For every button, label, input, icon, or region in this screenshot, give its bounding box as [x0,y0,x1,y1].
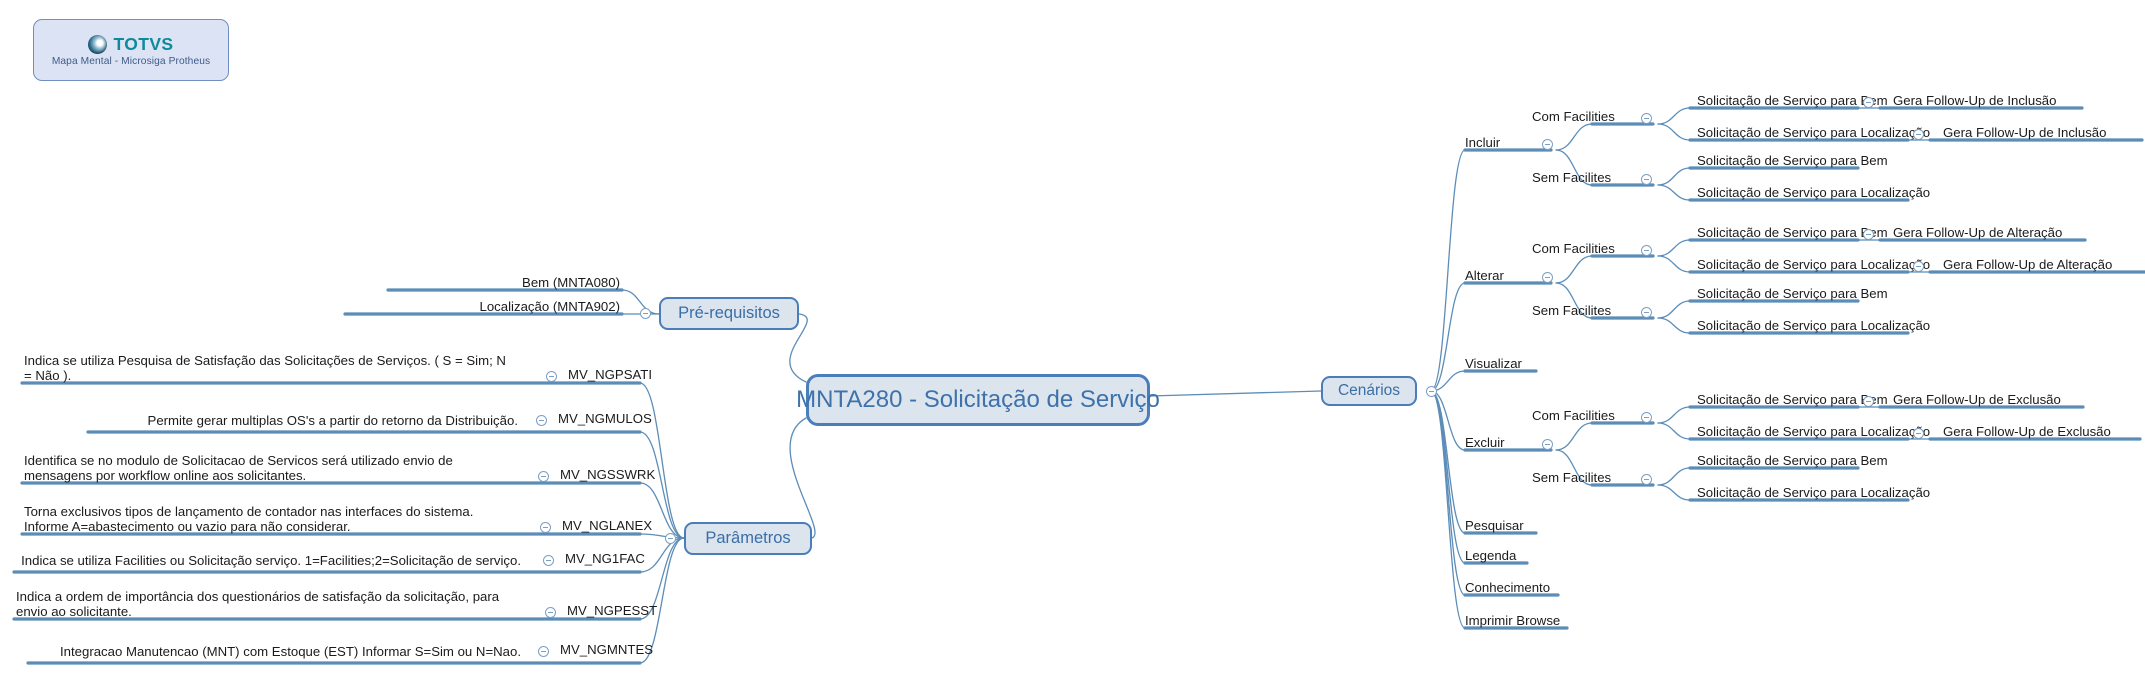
collapse-icon-excluir-com-facilities[interactable] [1641,412,1652,423]
collapse-icon-param-3[interactable] [540,522,551,533]
group-incluir-com-facilities[interactable]: Com Facilities [1532,109,1615,124]
central-node[interactable]: MNTA280 - Solicitação de Serviço [796,374,1160,426]
branch-node-prerequisitos[interactable]: Pré-requisitos [659,297,799,330]
collapse-icon-alterar-com-facilities[interactable] [1641,245,1652,256]
param-description-2[interactable]: Identifica se no modulo de Solicitacao d… [24,453,453,483]
topic-prereq-bem[interactable]: Bem (MNTA080) [522,275,620,290]
collapse-icon-excluir-cf-bem[interactable] [1863,396,1874,407]
followup-alterar-cf-bem[interactable]: Gera Follow-Up de Alteração [1893,225,2063,240]
param-description-0[interactable]: Indica se utiliza Pesquisa de Satisfação… [24,353,506,383]
scenario-visualizar[interactable]: Visualizar [1465,356,1522,371]
scenario-excluir[interactable]: Excluir [1465,435,1505,450]
collapse-icon-incluir-com-facilities[interactable] [1641,113,1652,124]
group-alterar-com-facilities[interactable]: Com Facilities [1532,241,1615,256]
collapse-icon-cenarios[interactable] [1426,386,1437,397]
item-alterar-sf-localizacao[interactable]: Solicitação de Serviço para Localização [1697,318,1931,333]
collapse-icon-incluir-cf-bem[interactable] [1863,97,1874,108]
scenario-legenda[interactable]: Legenda [1465,548,1517,563]
param-name-0[interactable]: MV_NGPSATI [568,367,653,382]
collapse-icon-param-1[interactable] [536,415,547,426]
param-description-3[interactable]: Torna exclusivos tipos de lançamento de … [24,504,474,534]
collapse-icon-incluir-sem-facilites[interactable] [1641,174,1652,185]
item-excluir-sf-localizacao[interactable]: Solicitação de Serviço para Localização [1697,485,1931,500]
topic-prereq-localizacao[interactable]: Localização (MNTA902) [479,299,620,314]
param-name-3[interactable]: MV_NGLANEX [562,518,653,533]
scenario-conhecimento[interactable]: Conhecimento [1465,580,1551,595]
totvs-logo-box: TOTVS Mapa Mental - Microsiga Protheus [33,19,229,81]
param-name-6[interactable]: MV_NGMNTES [560,642,654,657]
group-excluir-com-facilities[interactable]: Com Facilities [1532,408,1615,423]
logo-row: TOTVS [88,34,173,55]
item-incluir-sf-bem[interactable]: Solicitação de Serviço para Bem [1697,153,1888,168]
followup-alterar-cf-localizacao[interactable]: Gera Follow-Up de Alteração [1943,257,2113,272]
collapse-icon-excluir-sem-facilites[interactable] [1641,474,1652,485]
totvs-brand-text: TOTVS [113,33,174,54]
param-name-1[interactable]: MV_NGMULOS [558,411,652,426]
totvs-orb-icon [88,34,108,54]
collapse-icon-prerequisitos[interactable] [640,308,651,319]
collapse-icon-incluir[interactable] [1542,139,1553,150]
scenario-imprimir-browse[interactable]: Imprimir Browse [1465,613,1561,628]
collapse-icon-alterar-cf-bem[interactable] [1863,229,1874,240]
followup-excluir-cf-bem[interactable]: Gera Follow-Up de Exclusão [1893,392,2061,407]
item-alterar-sf-bem[interactable]: Solicitação de Serviço para Bem [1697,286,1888,301]
item-alterar-cf-localizacao[interactable]: Solicitação de Serviço para Localização [1697,257,1931,272]
followup-excluir-cf-localizacao[interactable]: Gera Follow-Up de Exclusão [1943,424,2111,439]
item-alterar-cf-bem[interactable]: Solicitação de Serviço para Bem [1697,225,1888,240]
param-description-5[interactable]: Indica a ordem de importância dos questi… [16,589,500,619]
collapse-icon-param-6[interactable] [538,646,549,657]
scenario-alterar[interactable]: Alterar [1465,268,1504,283]
collapse-icon-alterar[interactable] [1542,272,1553,283]
group-incluir-sem-facilites[interactable]: Sem Facilites [1532,170,1612,185]
item-excluir-sf-bem[interactable]: Solicitação de Serviço para Bem [1697,453,1888,468]
collapse-icon-param-0[interactable] [546,371,557,382]
group-alterar-sem-facilites[interactable]: Sem Facilites [1532,303,1612,318]
collapse-icon-excluir[interactable] [1542,439,1553,450]
followup-incluir-cf-bem[interactable]: Gera Follow-Up de Inclusão [1893,93,2057,108]
param-description-4[interactable]: Indica se utiliza Facilities ou Solicita… [21,553,521,568]
scenario-incluir[interactable]: Incluir [1465,135,1501,150]
collapse-icon-param-5[interactable] [545,607,556,618]
branch-node-parametros[interactable]: Parâmetros [684,522,812,555]
collapse-icon-incluir-cf-localizacao[interactable] [1913,129,1924,140]
param-name-5[interactable]: MV_NGPESST [567,603,658,618]
item-incluir-sf-localizacao[interactable]: Solicitação de Serviço para Localização [1697,185,1931,200]
collapse-icon-alterar-sem-facilites[interactable] [1641,307,1652,318]
item-incluir-cf-localizacao[interactable]: Solicitação de Serviço para Localização [1697,125,1931,140]
collapse-icon-alterar-cf-localizacao[interactable] [1913,261,1924,272]
collapse-icon-param-2[interactable] [538,471,549,482]
logo-subtitle: Mapa Mental - Microsiga Protheus [51,55,211,67]
branch-node-cenarios[interactable]: Cenários [1321,376,1417,406]
param-name-4[interactable]: MV_NG1FAC [565,551,645,566]
param-description-6[interactable]: Integracao Manutencao (MNT) com Estoque … [59,644,521,659]
collapse-icon-param-4[interactable] [543,555,554,566]
item-excluir-cf-localizacao[interactable]: Solicitação de Serviço para Localização [1697,424,1931,439]
followup-incluir-cf-localizacao[interactable]: Gera Follow-Up de Inclusão [1943,125,2107,140]
group-excluir-sem-facilites[interactable]: Sem Facilites [1532,470,1612,485]
item-excluir-cf-bem[interactable]: Solicitação de Serviço para Bem [1697,392,1888,407]
scenario-pesquisar[interactable]: Pesquisar [1465,518,1524,533]
collapse-icon-parametros[interactable] [665,533,676,544]
param-name-2[interactable]: MV_NGSSWRK [560,467,656,482]
param-description-1[interactable]: Permite gerar multiplas OS's a partir do… [147,413,518,428]
item-incluir-cf-bem[interactable]: Solicitação de Serviço para Bem [1697,93,1888,108]
collapse-icon-excluir-cf-localizacao[interactable] [1913,428,1924,439]
